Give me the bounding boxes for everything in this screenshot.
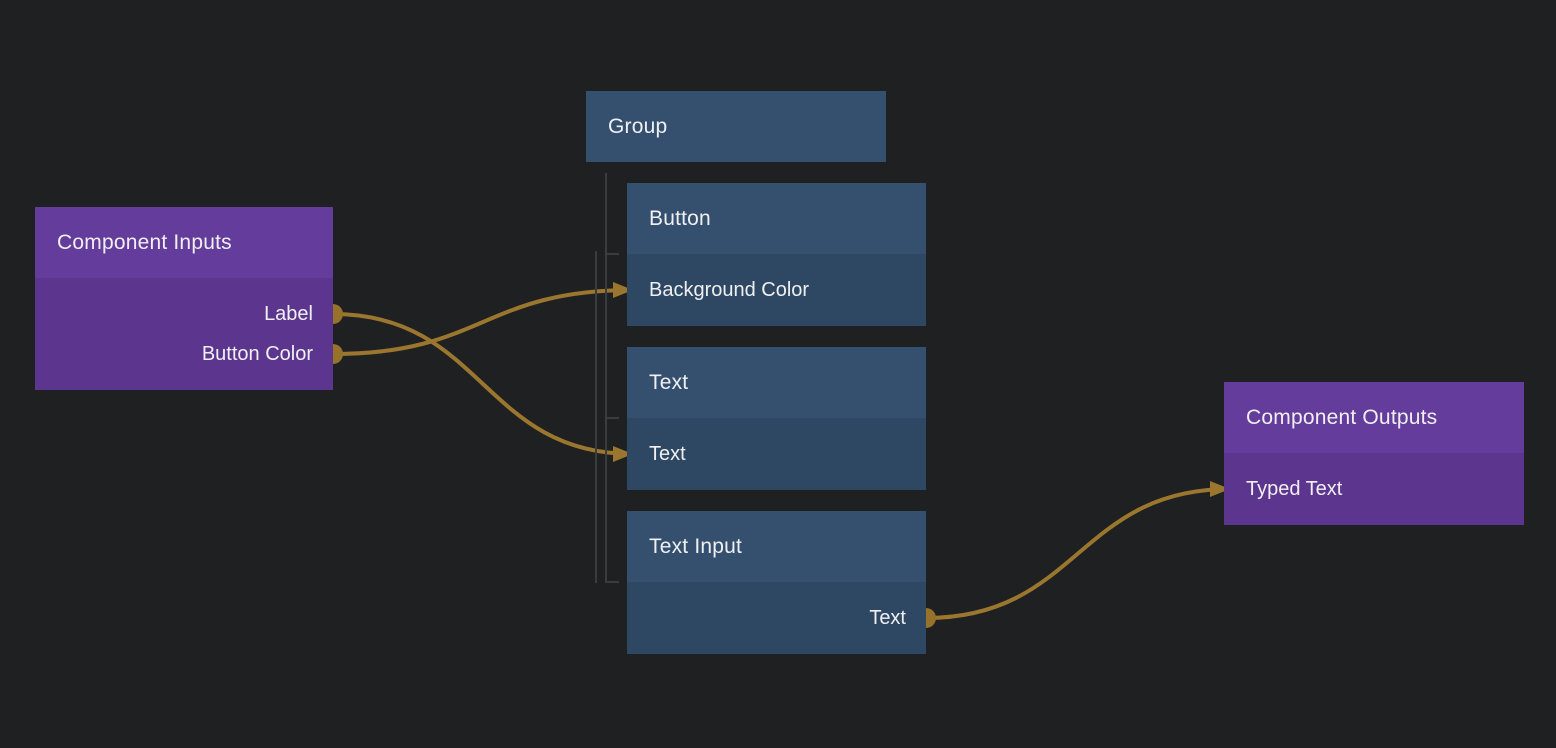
node-text[interactable]: Text Text: [627, 347, 926, 490]
output-port-button-color[interactable]: Button Color: [35, 334, 333, 374]
port-label: Text: [649, 442, 686, 465]
port-label: Background Color: [649, 278, 810, 301]
group-children-spine: [605, 173, 607, 582]
input-port-background-color[interactable]: Background Color: [627, 254, 926, 326]
group-children-spine-secondary: [595, 251, 597, 583]
input-port-typed-text[interactable]: Typed Text: [1224, 453, 1524, 525]
input-port-text[interactable]: Text: [627, 418, 926, 490]
edge-connection[interactable]: [331, 282, 635, 356]
node-text-input[interactable]: Text Input Text: [627, 511, 926, 654]
port-label: Button Color: [201, 342, 313, 365]
node-component-outputs[interactable]: Component Outputs Typed Text: [1224, 382, 1524, 525]
node-component-outputs-header[interactable]: Component Outputs: [1224, 382, 1524, 453]
node-button-header[interactable]: Button: [627, 183, 926, 254]
spine-tick-text: [605, 417, 619, 419]
edge-connection[interactable]: [331, 312, 635, 462]
output-port-label[interactable]: Label: [35, 294, 333, 334]
spine-tick-button: [605, 253, 619, 255]
port-label: Text: [869, 606, 906, 629]
node-title: Text: [649, 370, 689, 394]
node-title: Group: [608, 114, 668, 138]
node-text-input-header[interactable]: Text Input: [627, 511, 926, 582]
node-title: Button: [649, 206, 711, 230]
node-text-header[interactable]: Text: [627, 347, 926, 418]
node-title: Component Outputs: [1246, 405, 1438, 429]
node-title: Component Inputs: [57, 230, 232, 254]
edge-connection[interactable]: [924, 481, 1232, 620]
port-label: Typed Text: [1246, 477, 1343, 500]
node-component-inputs-header[interactable]: Component Inputs: [35, 207, 333, 278]
node-group[interactable]: Group: [586, 91, 886, 162]
node-component-inputs-body: Label Button Color: [35, 278, 333, 390]
spine-tick-text-input: [605, 581, 619, 583]
node-group-header[interactable]: Group: [586, 91, 886, 162]
node-button[interactable]: Button Background Color: [627, 183, 926, 326]
node-title: Text Input: [649, 534, 743, 558]
node-component-inputs[interactable]: Component Inputs Label Button Color: [35, 207, 333, 390]
output-port-text[interactable]: Text: [627, 582, 926, 654]
port-label: Label: [264, 302, 313, 325]
